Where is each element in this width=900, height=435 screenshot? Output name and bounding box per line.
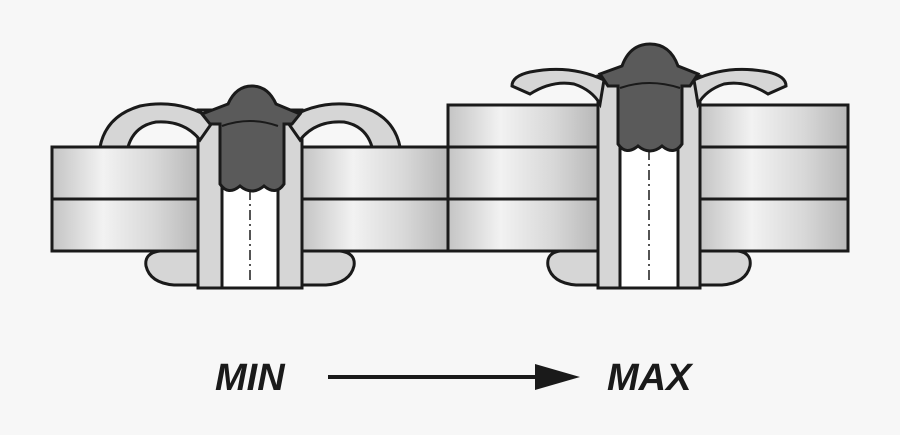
rivet-min-mandrel <box>199 84 303 193</box>
plate-max-right-3 <box>698 197 850 253</box>
plate-min-left-bottom <box>50 197 200 253</box>
plate-min-right-top <box>300 145 450 201</box>
rivet-max-petal-left <box>510 67 606 109</box>
rivet-max-mandrel <box>597 42 701 153</box>
plate-min-left-top <box>50 145 200 201</box>
plate-max-right-1 <box>698 103 850 149</box>
rivet-min-grip <box>50 84 450 290</box>
right-arrow-icon <box>328 364 580 390</box>
plate-min-right-bottom <box>300 197 450 253</box>
plate-max-right-2 <box>698 145 850 201</box>
plate-max-left-2 <box>446 145 600 201</box>
min-label: MIN <box>215 357 286 399</box>
rivet-max-grip <box>446 42 850 290</box>
plate-max-left-3 <box>446 197 600 253</box>
plate-max-left-1 <box>446 103 600 149</box>
rivet-max-petal-right <box>692 67 788 109</box>
max-label: MAX <box>607 357 694 399</box>
rivet-min-petal-right <box>283 102 402 149</box>
rivet-min-petal-left <box>98 102 217 149</box>
